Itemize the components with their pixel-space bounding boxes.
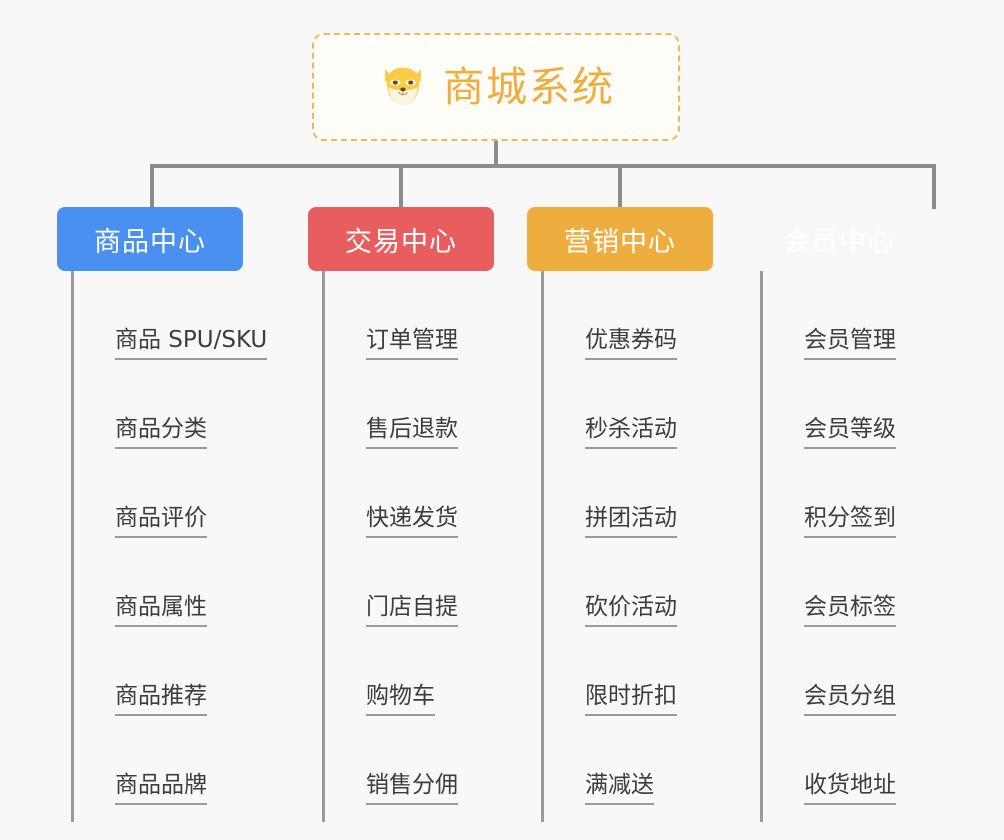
column-rail-trade xyxy=(322,271,325,822)
root-node-shop-system[interactable]: 商城系统 xyxy=(312,33,680,141)
item-label: 秒杀活动 xyxy=(585,415,677,442)
list-item[interactable]: 积分签到 xyxy=(760,449,990,538)
connector-root-stem xyxy=(494,141,498,168)
item-label: 商品评价 xyxy=(115,504,207,531)
list-item[interactable]: 销售分佣 xyxy=(322,716,552,805)
item-column-product: 商品 SPU/SKU 商品分类 商品评价 商品属性 商品推荐 商品品牌 xyxy=(71,271,301,822)
list-item[interactable]: 优惠券码 xyxy=(541,271,771,360)
root-node-label: 商城系统 xyxy=(443,62,615,111)
item-label: 满减送 xyxy=(585,771,654,798)
list-item[interactable]: 门店自提 xyxy=(322,538,552,627)
list-item[interactable]: 拼团活动 xyxy=(541,449,771,538)
item-label: 优惠券码 xyxy=(585,326,677,353)
column-rail-member xyxy=(760,271,763,822)
item-label: 门店自提 xyxy=(366,593,458,620)
item-column-marketing: 优惠券码 秒杀活动 拼团活动 砍价活动 限时折扣 满减送 xyxy=(541,271,771,822)
item-label: 商品分类 xyxy=(115,415,207,442)
list-item[interactable]: 限时折扣 xyxy=(541,627,771,716)
list-item[interactable]: 会员管理 xyxy=(760,271,990,360)
category-label-trade: 交易中心 xyxy=(345,226,457,258)
list-item[interactable]: 砍价活动 xyxy=(541,538,771,627)
column-rail-product xyxy=(71,271,74,822)
connector-drop-1 xyxy=(150,164,154,209)
item-label: 会员等级 xyxy=(804,415,896,442)
list-item[interactable]: 售后退款 xyxy=(322,360,552,449)
item-label: 商品品牌 xyxy=(115,771,207,798)
category-box-member[interactable]: 会员中心 xyxy=(746,207,932,271)
list-item[interactable]: 会员等级 xyxy=(760,360,990,449)
item-column-member: 会员管理 会员等级 积分签到 会员标签 会员分组 收货地址 xyxy=(760,271,990,822)
list-item[interactable]: 商品推荐 xyxy=(71,627,301,716)
list-item[interactable]: 满减送 xyxy=(541,716,771,805)
category-box-marketing[interactable]: 营销中心 xyxy=(527,207,713,271)
list-item[interactable]: 商品属性 xyxy=(71,538,301,627)
item-label: 快递发货 xyxy=(366,504,458,531)
list-item[interactable]: 商品分类 xyxy=(71,360,301,449)
list-item[interactable]: 商品品牌 xyxy=(71,716,301,805)
category-box-product[interactable]: 商品中心 xyxy=(57,207,243,271)
list-item[interactable]: 会员标签 xyxy=(760,538,990,627)
item-label: 砍价活动 xyxy=(585,593,677,620)
connector-drop-3 xyxy=(618,164,622,209)
item-column-trade: 订单管理 售后退款 快递发货 门店自提 购物车 销售分佣 xyxy=(322,271,552,822)
list-item[interactable]: 秒杀活动 xyxy=(541,360,771,449)
item-label: 售后退款 xyxy=(366,415,458,442)
category-label-member: 会员中心 xyxy=(783,226,895,258)
list-item[interactable]: 商品 SPU/SKU xyxy=(71,271,301,360)
connector-drop-2 xyxy=(399,164,403,209)
category-label-product: 商品中心 xyxy=(94,226,206,258)
connector-drop-4 xyxy=(932,164,936,209)
item-label: 会员标签 xyxy=(804,593,896,620)
list-item[interactable]: 购物车 xyxy=(322,627,552,716)
item-label: 会员管理 xyxy=(804,326,896,353)
list-item[interactable]: 订单管理 xyxy=(322,271,552,360)
item-label: 购物车 xyxy=(366,682,435,709)
shiba-inu-icon xyxy=(377,61,429,113)
item-label: 会员分组 xyxy=(804,682,896,709)
column-rail-marketing xyxy=(541,271,544,822)
item-label: 商品 SPU/SKU xyxy=(115,326,268,353)
list-item[interactable]: 会员分组 xyxy=(760,627,990,716)
list-item[interactable]: 快递发货 xyxy=(322,449,552,538)
item-label: 商品属性 xyxy=(115,593,207,620)
item-label: 商品推荐 xyxy=(115,682,207,709)
connector-horizontal-bus xyxy=(150,164,936,168)
item-label: 订单管理 xyxy=(366,326,458,353)
item-label: 销售分佣 xyxy=(366,771,458,798)
item-label: 收货地址 xyxy=(804,771,896,798)
list-item[interactable]: 商品评价 xyxy=(71,449,301,538)
item-label: 积分签到 xyxy=(804,504,896,531)
item-label: 拼团活动 xyxy=(585,504,677,531)
category-label-marketing: 营销中心 xyxy=(564,226,676,258)
item-label: 限时折扣 xyxy=(585,682,677,709)
list-item[interactable]: 收货地址 xyxy=(760,716,990,805)
category-box-trade[interactable]: 交易中心 xyxy=(308,207,494,271)
